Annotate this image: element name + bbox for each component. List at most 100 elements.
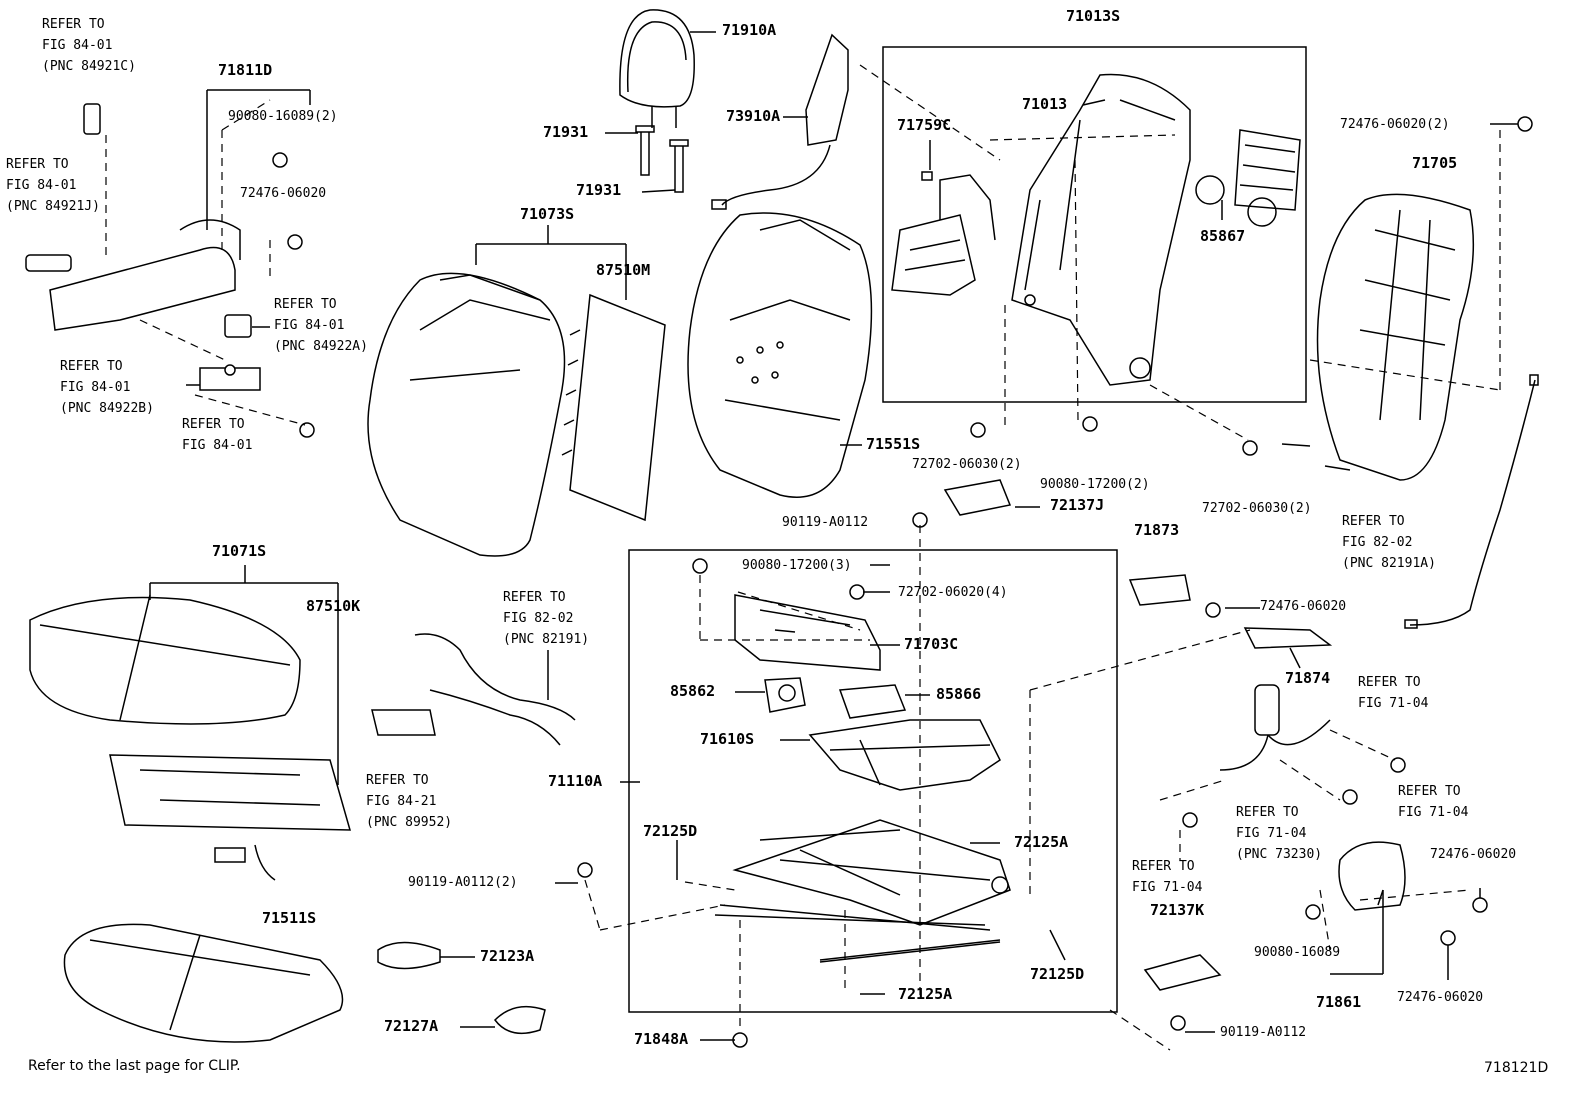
slide-rails <box>714 914 1001 963</box>
seat-adjuster-71110a <box>719 819 1011 961</box>
cover-72137k <box>1143 954 1222 991</box>
assembly-box-71110a <box>628 549 1118 1013</box>
part-label-71705: 71705 <box>1412 154 1458 172</box>
pad-72127a <box>494 1005 546 1035</box>
part-label-71013: 71013 <box>1022 95 1068 113</box>
part-label-71759c: 71759C <box>897 116 952 134</box>
part-label-72476-06020-right-upper: 72476-06020 <box>1430 847 1517 862</box>
part-label-90119-a0112-top: 90119-A0112 <box>782 515 869 530</box>
part-label-72702-06020-x4: 72702-06020(4) <box>898 585 1008 600</box>
cover-72137j <box>943 479 1012 516</box>
part-label-85867: 85867 <box>1200 227 1246 245</box>
belt-buckle-73230 <box>1219 684 1331 771</box>
part-label-71610s: 71610S <box>700 730 755 748</box>
part-label-72476-06020-left: 72476-06020 <box>240 186 327 201</box>
seat-heater-fan-85867 <box>1195 129 1301 227</box>
part-label-71848a: 71848A <box>634 1030 689 1048</box>
seat-cushion-71071s <box>29 565 338 725</box>
switch-knob-84921c <box>83 103 101 135</box>
side-shield-71811d <box>49 89 311 331</box>
seat-frame-71610s <box>808 719 1001 791</box>
cushion-heater-87510k <box>109 583 352 881</box>
part-label-71861: 71861 <box>1316 993 1362 1011</box>
part-label-71874: 71874 <box>1285 669 1331 687</box>
wire-82191a <box>1404 374 1539 629</box>
seatback-pad-87510m <box>561 244 666 522</box>
part-label-73910a: 73910A <box>726 107 781 125</box>
side-airbag-73910a <box>711 33 849 210</box>
part-label-72125a-right: 72125A <box>1014 833 1069 851</box>
pad-72123a <box>377 941 441 970</box>
seatback-assembly-71073s <box>367 225 626 557</box>
headrest-71910a <box>619 9 695 128</box>
footer-note: Refer to the last page for CLIP. <box>28 1058 241 1074</box>
switch-84922a <box>224 314 252 338</box>
part-label-71931-lower: 71931 <box>576 181 622 199</box>
seatback-frame-71013 <box>1011 73 1191 386</box>
part-label-71073s: 71073S <box>520 205 575 223</box>
headrest-guide-71931 <box>635 125 689 193</box>
part-label-72125d-right: 72125D <box>1030 965 1085 983</box>
leader-lines <box>186 31 1518 1041</box>
part-label-87510k: 87510K <box>306 597 361 615</box>
part-label-71931-upper: 71931 <box>543 123 589 141</box>
part-label-72476-06020-mid: 72476-06020 <box>1260 599 1347 614</box>
part-label-85862: 85862 <box>670 682 716 700</box>
seatback-cover-71705 <box>1281 193 1475 481</box>
part-label-90080-17200-x3: 90080-17200(3) <box>742 558 852 573</box>
seatback-cover-71551s <box>687 212 873 498</box>
part-label-72702-06030-x2-left: 72702-06030(2) <box>912 457 1022 472</box>
part-label-72123a: 72123A <box>480 947 535 965</box>
shield-71861 <box>1330 841 1406 975</box>
bracket-71874 <box>1243 627 1333 649</box>
part-label-71551s: 71551S <box>866 435 921 453</box>
part-label-72125d-left: 72125D <box>643 822 698 840</box>
blower-85866 <box>838 684 907 719</box>
part-label-71703c: 71703C <box>904 635 959 653</box>
wire-harness-82191 <box>414 633 576 746</box>
part-label-71013s: 71013S <box>1066 7 1121 25</box>
part-label-90080-16089: 90080-16089 <box>1254 945 1341 960</box>
part-label-72137k: 72137K <box>1150 901 1205 919</box>
part-label-72476-06020-x2-top: 72476-06020(2) <box>1340 117 1450 132</box>
part-label-71910a: 71910A <box>722 21 777 39</box>
part-label-72476-06020-right-lower: 72476-06020 <box>1397 990 1484 1005</box>
bolt-fasteners <box>224 116 1533 1048</box>
seat-switch-89952 <box>371 709 436 736</box>
part-label-71811d: 71811D <box>218 61 273 79</box>
part-label-90080-16089-x2: 90080-16089(2) <box>228 109 338 124</box>
part-label-71873: 71873 <box>1134 521 1180 539</box>
part-label-72127a: 72127A <box>384 1017 439 1035</box>
fan-duct-71703c <box>734 594 881 671</box>
part-label-90119-a0112-x2: 90119-A0112(2) <box>408 875 518 890</box>
part-label-72702-06030-x2-right: 72702-06030(2) <box>1202 501 1312 516</box>
part-label-72137j: 72137J <box>1050 496 1105 514</box>
part-label-72125a-bottom: 72125A <box>898 985 953 1003</box>
cushion-cover-71511s <box>63 923 344 1043</box>
part-label-71511s: 71511S <box>262 909 317 927</box>
part-label-71110a: 71110A <box>548 772 603 790</box>
blower-85862 <box>764 677 806 713</box>
part-label-87510m: 87510M <box>596 261 651 279</box>
lumbar-support-71759c <box>891 171 996 296</box>
assembly-box-71013s <box>882 46 1307 403</box>
figure-id: 718121D <box>1484 1060 1549 1076</box>
part-label-90119-a0112-bottom: 90119-A0112 <box>1220 1025 1307 1040</box>
dashed-alignment-lines <box>105 64 1501 1051</box>
cover-71873 <box>1128 574 1191 606</box>
part-label-90080-17200-x2: 90080-17200(2) <box>1040 477 1150 492</box>
